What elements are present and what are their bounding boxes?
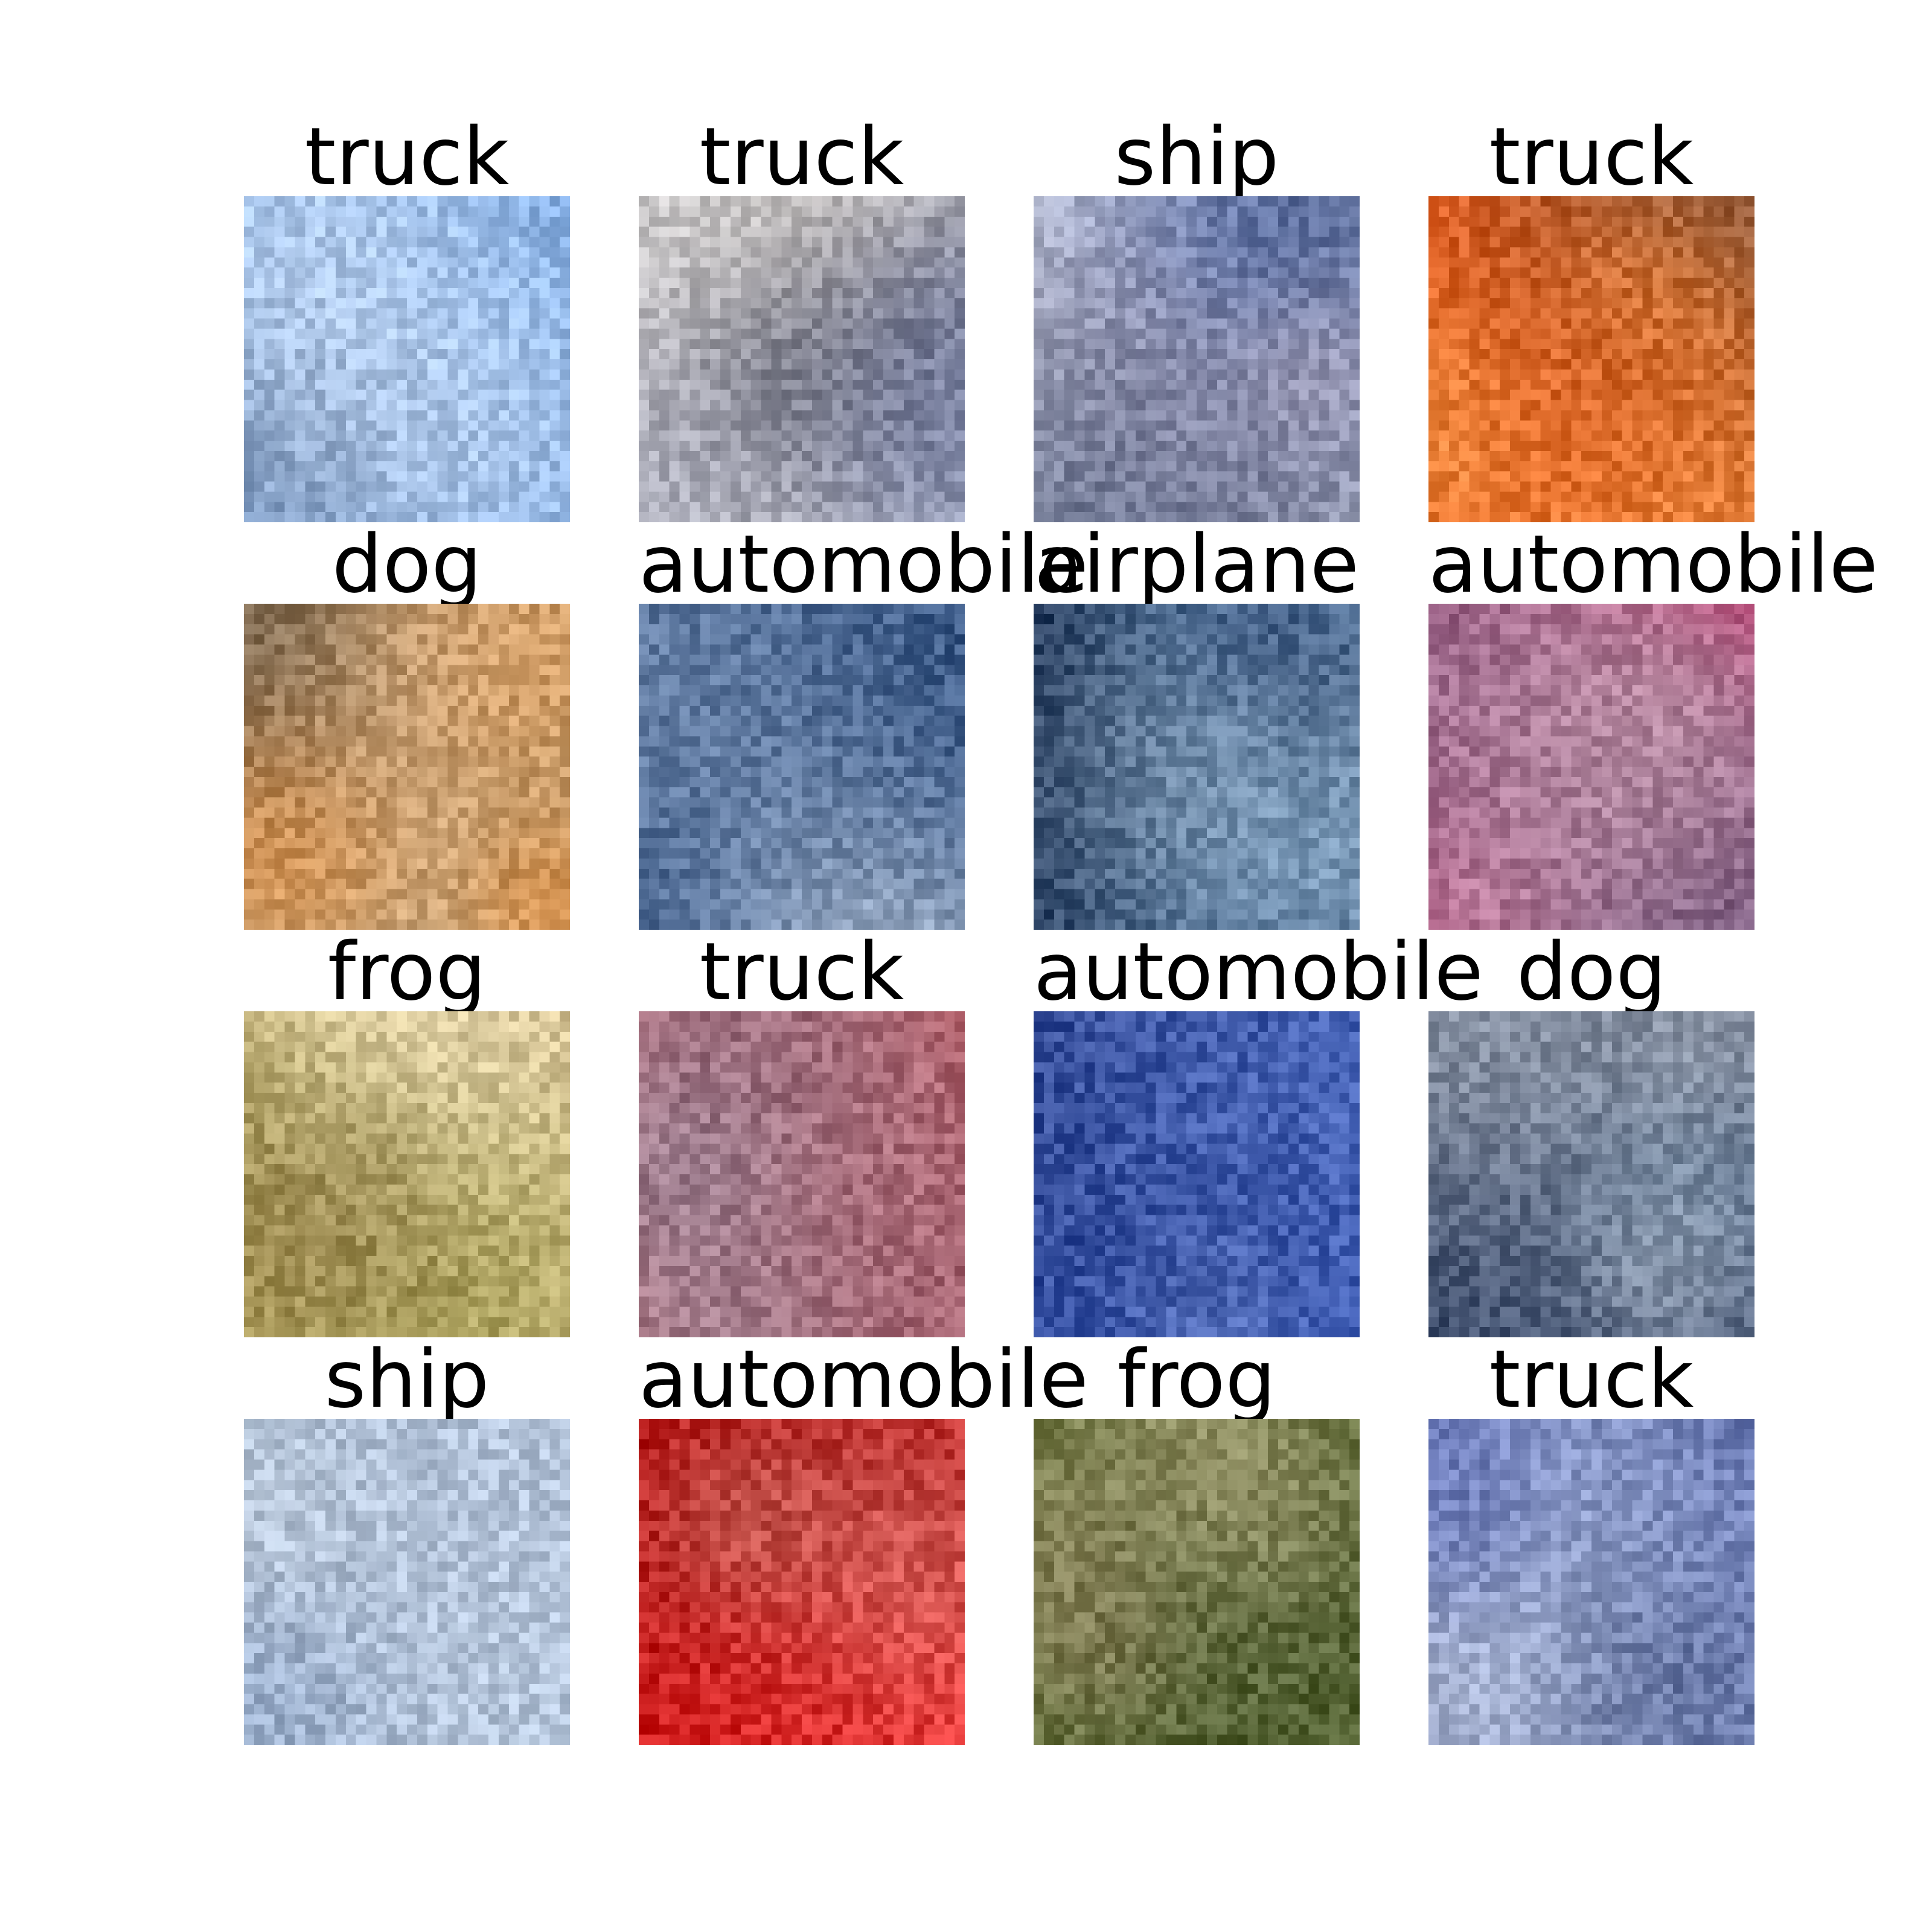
sample-label: truck <box>304 110 510 203</box>
sample-image <box>639 1011 965 1337</box>
sample-cell: dog <box>1428 926 1754 1337</box>
sample-image <box>1428 1011 1754 1337</box>
sample-label: frog <box>327 926 487 1019</box>
sample-label: truck <box>1489 1333 1694 1426</box>
sample-cell: ship <box>1034 110 1360 522</box>
sample-cell: truck <box>639 926 965 1337</box>
sample-label: dog <box>1516 926 1667 1019</box>
sample-cell: automobile <box>639 518 1089 930</box>
sample-cell: automobile <box>639 1333 1089 1745</box>
sample-image <box>1428 196 1754 522</box>
sample-image <box>639 604 965 930</box>
sample-label: automobile <box>1428 518 1878 611</box>
sample-image <box>1034 196 1360 522</box>
sample-cell: automobile <box>1034 926 1483 1337</box>
sample-label: automobile <box>639 518 1089 611</box>
sample-cell: frog <box>1034 1340 1360 1745</box>
sample-image <box>244 1011 570 1337</box>
sample-label: airplane <box>1034 518 1360 611</box>
sample-image <box>1034 604 1360 930</box>
sample-label: automobile <box>1034 926 1483 1019</box>
sample-cell: truck <box>639 110 965 522</box>
sample-image <box>1428 604 1754 930</box>
sample-image <box>244 1419 570 1745</box>
sample-cell: truck <box>244 110 570 522</box>
sample-image <box>244 196 570 522</box>
sample-cell: truck <box>1428 110 1754 522</box>
sample-cell: truck <box>1428 1340 1754 1745</box>
sample-cell: dog <box>244 525 570 930</box>
sample-label: dog <box>331 518 482 611</box>
sample-image <box>244 604 570 930</box>
sample-image <box>1034 1011 1360 1337</box>
sample-label: frog <box>1117 1333 1276 1426</box>
sample-image <box>1034 1419 1360 1745</box>
sample-cell: frog <box>244 926 570 1337</box>
sample-label: ship <box>1114 110 1279 203</box>
sample-cell: ship <box>244 1340 570 1745</box>
sample-cell: airplane <box>1034 525 1360 930</box>
sample-image <box>1428 1419 1754 1745</box>
sample-image <box>639 1419 965 1745</box>
sample-label: truck <box>1489 110 1694 203</box>
sample-image <box>639 196 965 522</box>
sample-label: ship <box>324 1333 490 1426</box>
sample-label: truck <box>699 926 904 1019</box>
sample-label: truck <box>699 110 904 203</box>
sample-cell: automobile <box>1428 518 1878 930</box>
sample-label: automobile <box>639 1333 1089 1426</box>
